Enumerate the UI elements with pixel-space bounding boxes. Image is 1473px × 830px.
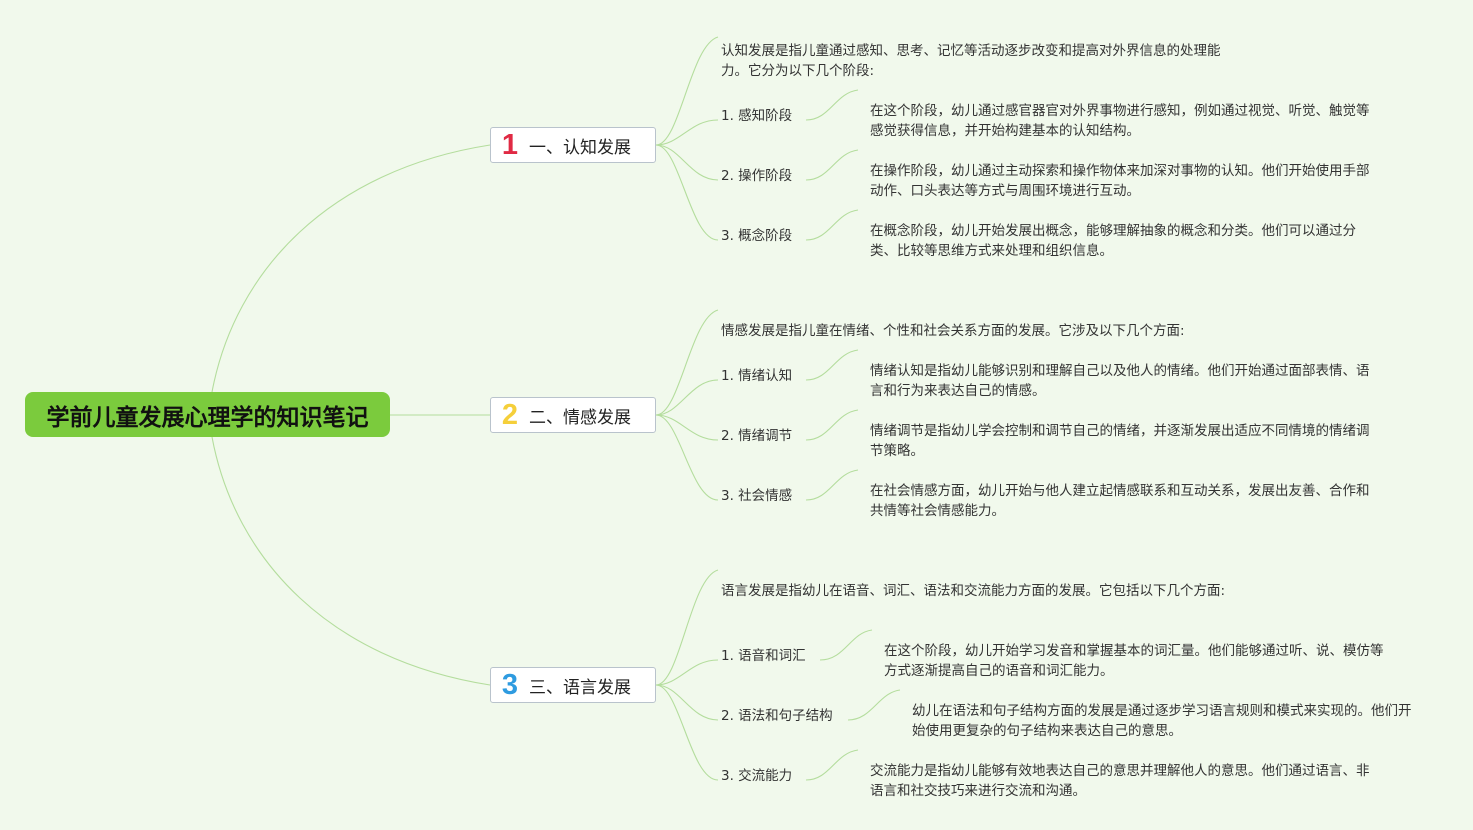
subtopic-label[interactable]: 1. 感知阶段 — [721, 108, 793, 124]
branch-language[interactable]: 3 三、语言发展 — [490, 667, 656, 703]
subtopic-description: 在操作阶段，幼儿通过主动探索和操作物体来加深对事物的认知。他们开始使用手部动作、… — [870, 163, 1370, 199]
subtopic-label[interactable]: 2. 情绪调节 — [721, 428, 793, 444]
branch-label: 二、情感发展 — [529, 407, 631, 428]
subtopic-description: 幼儿在语法和句子结构方面的发展是通过逐步学习语言规则和模式来实现的。他们开始使用… — [912, 703, 1412, 739]
branch-label: 三、语言发展 — [529, 677, 631, 698]
subtopic-label[interactable]: 2. 语法和句子结构 — [721, 708, 833, 724]
subtopic-label[interactable]: 3. 社会情感 — [721, 488, 793, 504]
central-topic[interactable]: 学前儿童发展心理学的知识笔记 — [25, 392, 390, 437]
subtopic-description: 在这个阶段，幼儿开始学习发音和掌握基本的词汇量。他们能够通过听、说、模仿等方式逐… — [884, 643, 1384, 679]
number-marker: 3 — [501, 669, 519, 701]
subtopic-description: 情绪调节是指幼儿学会控制和调节自己的情绪，并逐渐发展出适应不同情境的情绪调节策略… — [870, 423, 1370, 459]
number-marker: 1 — [501, 129, 519, 161]
subtopic-description: 在社会情感方面，幼儿开始与他人建立起情感联系和互动关系，发展出友善、合作和共情等… — [870, 483, 1370, 519]
central-topic-label: 学前儿童发展心理学的知识笔记 — [46, 404, 369, 431]
subtopic-description: 交流能力是指幼儿能够有效地表达自己的意思并理解他人的意思。他们通过语言、非语言和… — [870, 763, 1370, 799]
branch-cognitive[interactable]: 1 一、认知发展 — [490, 127, 656, 163]
subtopic-description: 情绪认知是指幼儿能够识别和理解自己以及他人的情绪。他们开始通过面部表情、语言和行… — [870, 363, 1370, 399]
branch-label: 一、认知发展 — [529, 137, 631, 158]
subtopic-label[interactable]: 1. 语音和词汇 — [721, 648, 806, 664]
subtopic-description: 在概念阶段，幼儿开始发展出概念，能够理解抽象的概念和分类。他们可以通过分类、比较… — [870, 223, 1356, 259]
number-marker: 2 — [501, 399, 519, 431]
branch-intro: 认知发展是指儿童通过感知、思考、记忆等活动逐步改变和提高对外界信息的处理能力。它… — [721, 43, 1221, 79]
branch-emotional[interactable]: 2 二、情感发展 — [490, 397, 656, 433]
subtopic-label[interactable]: 1. 情绪认知 — [721, 368, 793, 384]
subtopic-label[interactable]: 3. 交流能力 — [721, 768, 793, 784]
subtopic-label[interactable]: 3. 概念阶段 — [721, 228, 793, 244]
branch-intro: 情感发展是指儿童在情绪、个性和社会关系方面的发展。它涉及以下几个方面: — [721, 323, 1185, 339]
subtopic-description: 在这个阶段，幼儿通过感官器官对外界事物进行感知，例如通过视觉、听觉、触觉等感觉获… — [870, 103, 1370, 139]
subtopic-label[interactable]: 2. 操作阶段 — [721, 168, 793, 184]
branch-intro: 语言发展是指幼儿在语音、词汇、语法和交流能力方面的发展。它包括以下几个方面: — [721, 583, 1226, 599]
